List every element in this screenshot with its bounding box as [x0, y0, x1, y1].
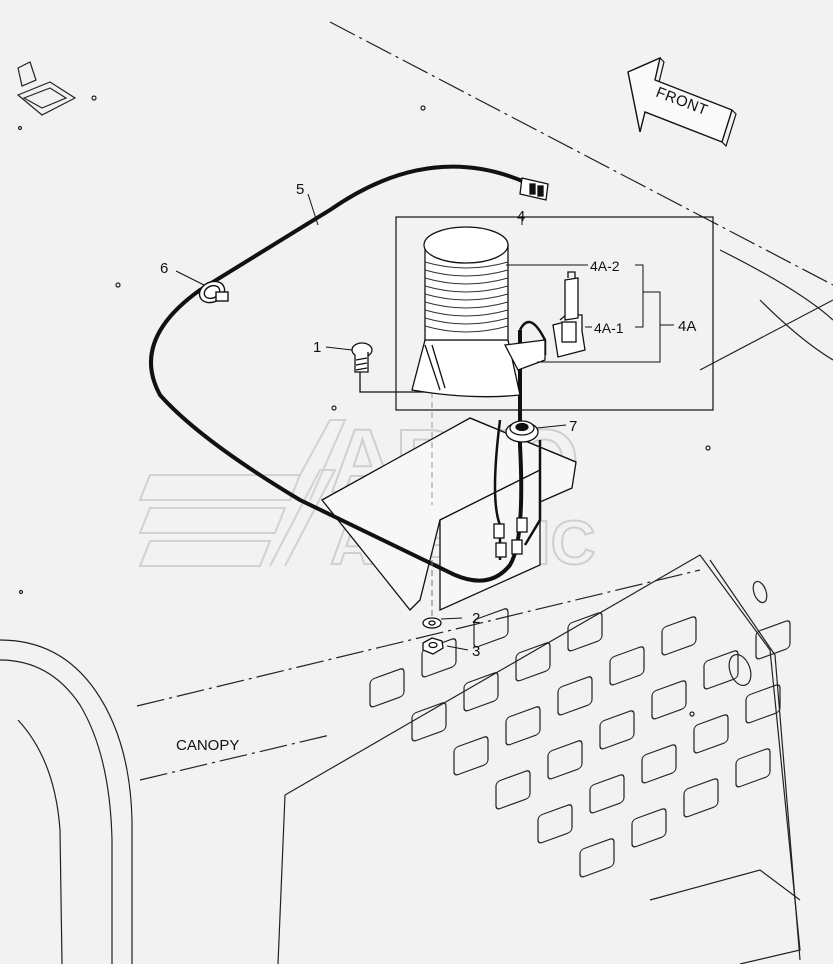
grille-cell: [661, 616, 697, 656]
lamp-sub-part-2: [564, 271, 579, 321]
lamp-rib: [424, 325, 509, 333]
grille-cell: [579, 838, 615, 878]
grille-cell: [651, 680, 687, 720]
grille-cell: [515, 642, 551, 682]
grille-cell: [693, 714, 729, 754]
leader-lines: [175, 193, 674, 651]
grille-cell: [683, 778, 719, 818]
grille-cell: [641, 744, 677, 784]
grille-cell: [411, 702, 447, 742]
grille-cell: [631, 808, 667, 848]
label-clamp: 6: [160, 260, 168, 277]
lamp-sub-part-1: [552, 314, 586, 358]
lamp-rib: [424, 301, 509, 309]
washer-part: [422, 617, 442, 629]
label-nut: 3: [472, 643, 480, 660]
lamp-rib: [424, 317, 509, 325]
lamp-rib: [424, 285, 509, 293]
grille-cell: [599, 710, 635, 750]
grille-cell: [589, 774, 625, 814]
grille-cell: [609, 646, 645, 686]
lamp-rib: [424, 277, 509, 285]
grommet-part: [505, 420, 539, 443]
grille-cell: [463, 672, 499, 712]
grille-panel: [277, 554, 801, 964]
label-lamp-sub-1: 4A-1: [594, 320, 624, 336]
grille-cell: [755, 620, 791, 660]
label-harness: 5: [296, 181, 304, 198]
lamp-rib: [424, 261, 509, 269]
grille-cells: [369, 608, 791, 878]
grille-cell: [547, 740, 583, 780]
lamp-rib: [424, 309, 509, 317]
grille-cell: [735, 748, 771, 788]
grille-cell: [745, 684, 781, 724]
grille-cell: [505, 706, 541, 746]
grille-cell: [567, 612, 603, 652]
nut-part: [422, 637, 444, 655]
screw-part: [351, 342, 430, 393]
grille-cell: [537, 804, 573, 844]
grille-cell: [557, 676, 593, 716]
grille-cell: [495, 770, 531, 810]
beacon-lamp: [411, 226, 546, 398]
front-arrow: FRONT: [627, 56, 737, 148]
grille-cell: [473, 608, 509, 648]
canopy-label: CANOPY: [176, 737, 239, 754]
lamp-rib: [424, 269, 509, 277]
canopy-roof: [0, 21, 833, 964]
grille-cell: [369, 668, 405, 708]
label-screw: 1: [313, 339, 321, 356]
watermark-logo: [138, 419, 347, 567]
label-beacon-assembly: 4: [517, 208, 525, 225]
label-lamp-sub-2: 4A-2: [590, 258, 620, 274]
label-grommet: 7: [569, 418, 577, 435]
label-beacon-group: 4A: [678, 318, 696, 335]
clamp-part: [198, 280, 229, 304]
harness-connector: [519, 177, 549, 201]
wire-connectors: [493, 517, 528, 558]
beacon-assembly-box: [395, 216, 714, 411]
label-washer: 2: [472, 610, 480, 627]
grille-cell: [703, 650, 739, 690]
lamp-rib: [424, 293, 509, 301]
grille-cell: [453, 736, 489, 776]
